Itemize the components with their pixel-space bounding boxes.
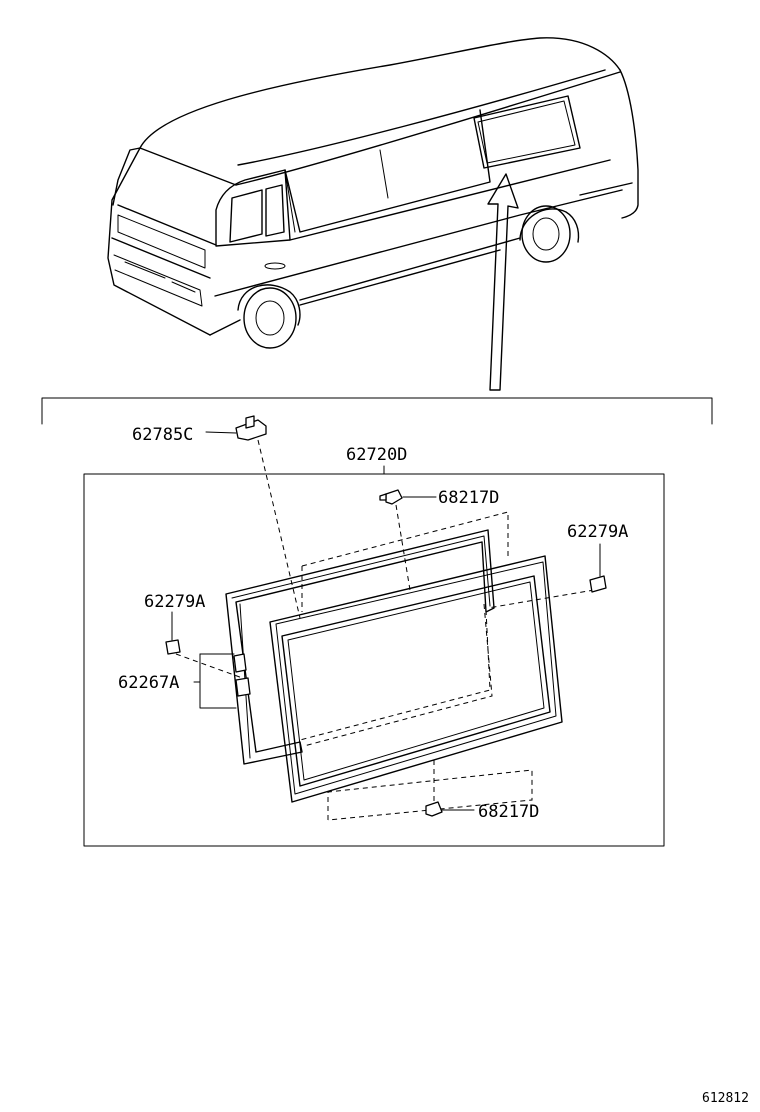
van-illustration	[107, 37, 639, 349]
section-bracket	[41, 397, 713, 425]
label-62267a: 62267A	[118, 673, 179, 693]
clip-68217d-top	[379, 489, 437, 505]
glass-panel	[269, 555, 563, 803]
clip-68217d-bottom	[425, 801, 475, 817]
label-68217d-top: 68217D	[438, 488, 499, 508]
spacers-62267a	[193, 653, 251, 709]
guide-lines	[175, 439, 595, 821]
label-62720d: 62720D	[346, 445, 407, 465]
label-68217d-bottom: 68217D	[478, 802, 539, 822]
label-62279a-right: 62279A	[567, 522, 628, 542]
clip-62785c	[205, 415, 267, 441]
weatherstrip-frame	[225, 529, 495, 765]
label-62279a-left: 62279A	[144, 592, 205, 612]
pad-62279a-right	[589, 543, 607, 593]
figure-id: 612812	[702, 1091, 749, 1106]
assembly-box	[83, 473, 665, 847]
pad-62279a-left	[165, 611, 181, 655]
pointer-arrow	[487, 173, 519, 391]
label-62785c: 62785C	[132, 425, 193, 445]
